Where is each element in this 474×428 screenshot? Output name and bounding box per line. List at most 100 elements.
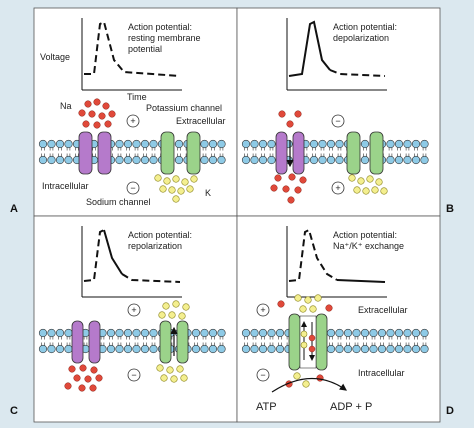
lipid-head bbox=[47, 328, 56, 338]
lipid-head bbox=[326, 155, 336, 165]
panel-c-potassium-ions bbox=[156, 300, 190, 383]
potassium-ion bbox=[294, 294, 302, 302]
panel-b-frame bbox=[236, 7, 441, 217]
lipid-head bbox=[200, 328, 209, 338]
panel-c-title-line-1: Action potential: bbox=[128, 230, 192, 240]
sodium-ion bbox=[108, 110, 116, 118]
panel-b-title-line-2: depolarization bbox=[333, 33, 389, 43]
panel-b-charge-bottom-sign: + bbox=[335, 183, 340, 193]
sodium-ion bbox=[84, 100, 92, 108]
panel-b-potassium-channel-right bbox=[369, 131, 384, 175]
lipid-head bbox=[123, 139, 133, 149]
panel-a-sodium-channel-left bbox=[78, 131, 93, 175]
lipid-head bbox=[250, 344, 259, 354]
lipid-head bbox=[267, 344, 276, 354]
lipid-head bbox=[174, 155, 184, 165]
panel-c-title-line-2: repolarization bbox=[128, 241, 182, 251]
lipid-head bbox=[115, 139, 124, 149]
lipid-head bbox=[241, 155, 251, 165]
panel-d-charge-bottom-sign: − bbox=[260, 370, 265, 380]
panel-a-frame bbox=[33, 7, 238, 217]
lipid-head bbox=[55, 139, 65, 149]
panel-b-charge-bottom: + bbox=[331, 181, 345, 195]
panel-d-atp-conversion-arrow bbox=[271, 377, 347, 393]
panel-c-sodium-channel-right bbox=[88, 320, 101, 364]
potassium-ion bbox=[158, 311, 166, 319]
sodium-ion bbox=[277, 300, 285, 308]
lipid-head bbox=[335, 344, 344, 354]
sodium-ion bbox=[270, 184, 278, 192]
panel-a-sodium-channel-label: Sodium channel bbox=[86, 197, 151, 207]
panel-b-title-line-1: Action potential: bbox=[333, 22, 397, 32]
lipid-head bbox=[360, 139, 370, 149]
lipid-head bbox=[241, 344, 251, 354]
lipid-head bbox=[377, 328, 387, 338]
panel-a-sodium-ions bbox=[78, 98, 116, 129]
panel-d-charge-bottom: − bbox=[256, 368, 270, 382]
lipid-head bbox=[250, 139, 259, 149]
lipid-head bbox=[403, 139, 412, 149]
potassium-ion bbox=[293, 372, 301, 380]
sodium-ion bbox=[286, 120, 294, 128]
lipid-head bbox=[149, 155, 158, 165]
lipid-head bbox=[140, 344, 150, 354]
sodium-ion bbox=[79, 364, 87, 372]
potassium-ion bbox=[168, 311, 176, 319]
potassium-ion bbox=[181, 178, 189, 186]
panel-c-charge-bottom-sign: − bbox=[131, 370, 136, 380]
lipid-head bbox=[420, 328, 429, 338]
lipid-head bbox=[335, 139, 344, 149]
panel-c-membrane bbox=[38, 320, 226, 364]
lipid-head bbox=[420, 139, 429, 149]
potassium-ion bbox=[182, 303, 190, 311]
lipid-head bbox=[360, 344, 370, 354]
potassium-ion bbox=[300, 330, 308, 338]
potassium-ion bbox=[362, 187, 370, 195]
potassium-ion bbox=[357, 177, 365, 185]
lipid-head bbox=[217, 344, 226, 354]
sodium-ion bbox=[90, 366, 98, 374]
panel-d-membrane bbox=[241, 313, 429, 371]
lipid-head bbox=[267, 155, 276, 165]
potassium-ion bbox=[300, 341, 308, 349]
lipid-head bbox=[38, 344, 48, 354]
lipid-head bbox=[217, 139, 226, 149]
lipid-head bbox=[420, 344, 429, 354]
sodium-ion bbox=[294, 110, 302, 118]
sodium-ion bbox=[299, 176, 307, 184]
panel-a-k-label: K bbox=[205, 188, 211, 198]
panel-d-intracellular-label: Intracellular bbox=[358, 368, 405, 378]
panel-a-graph: Voltage Time Action potential: resting m… bbox=[40, 18, 201, 102]
lipid-head bbox=[258, 344, 268, 354]
lipid-head bbox=[267, 328, 276, 338]
lipid-head bbox=[394, 155, 404, 165]
panel-b-sodium-ions bbox=[270, 110, 307, 204]
sodium-ion bbox=[294, 186, 302, 194]
panel-b-potassium-ions bbox=[348, 174, 388, 195]
lipid-head bbox=[386, 328, 395, 338]
lipid-head bbox=[115, 328, 124, 338]
potassium-ion bbox=[166, 366, 174, 374]
sodium-ion bbox=[89, 384, 97, 392]
lipid-head bbox=[377, 344, 387, 354]
panel-a-charge-top: + bbox=[126, 114, 140, 128]
panel-d-curve-solid bbox=[336, 279, 386, 283]
panel-c-letter: C bbox=[10, 405, 18, 417]
panel-d-charge-top: + bbox=[256, 303, 270, 317]
lipid-head bbox=[132, 139, 141, 149]
panel-d-graph: Action potential: Na⁺/K⁺ exchange bbox=[286, 226, 404, 298]
potassium-ion bbox=[366, 175, 374, 183]
lipid-head bbox=[47, 155, 56, 165]
panel-d-pump-left bbox=[288, 313, 301, 371]
panel-a-x-axis-label: Time bbox=[127, 92, 147, 102]
sodium-ion bbox=[93, 98, 101, 106]
sodium-ion bbox=[95, 374, 103, 382]
potassium-ion bbox=[302, 380, 310, 388]
lipid-head bbox=[55, 344, 65, 354]
panel-c-charge-bottom: − bbox=[127, 368, 141, 382]
panel-d-lipid-bilayer bbox=[241, 328, 429, 354]
sodium-ion bbox=[282, 185, 290, 193]
lipid-head bbox=[200, 344, 209, 354]
panel-a-potassium-channel-left bbox=[160, 131, 175, 175]
